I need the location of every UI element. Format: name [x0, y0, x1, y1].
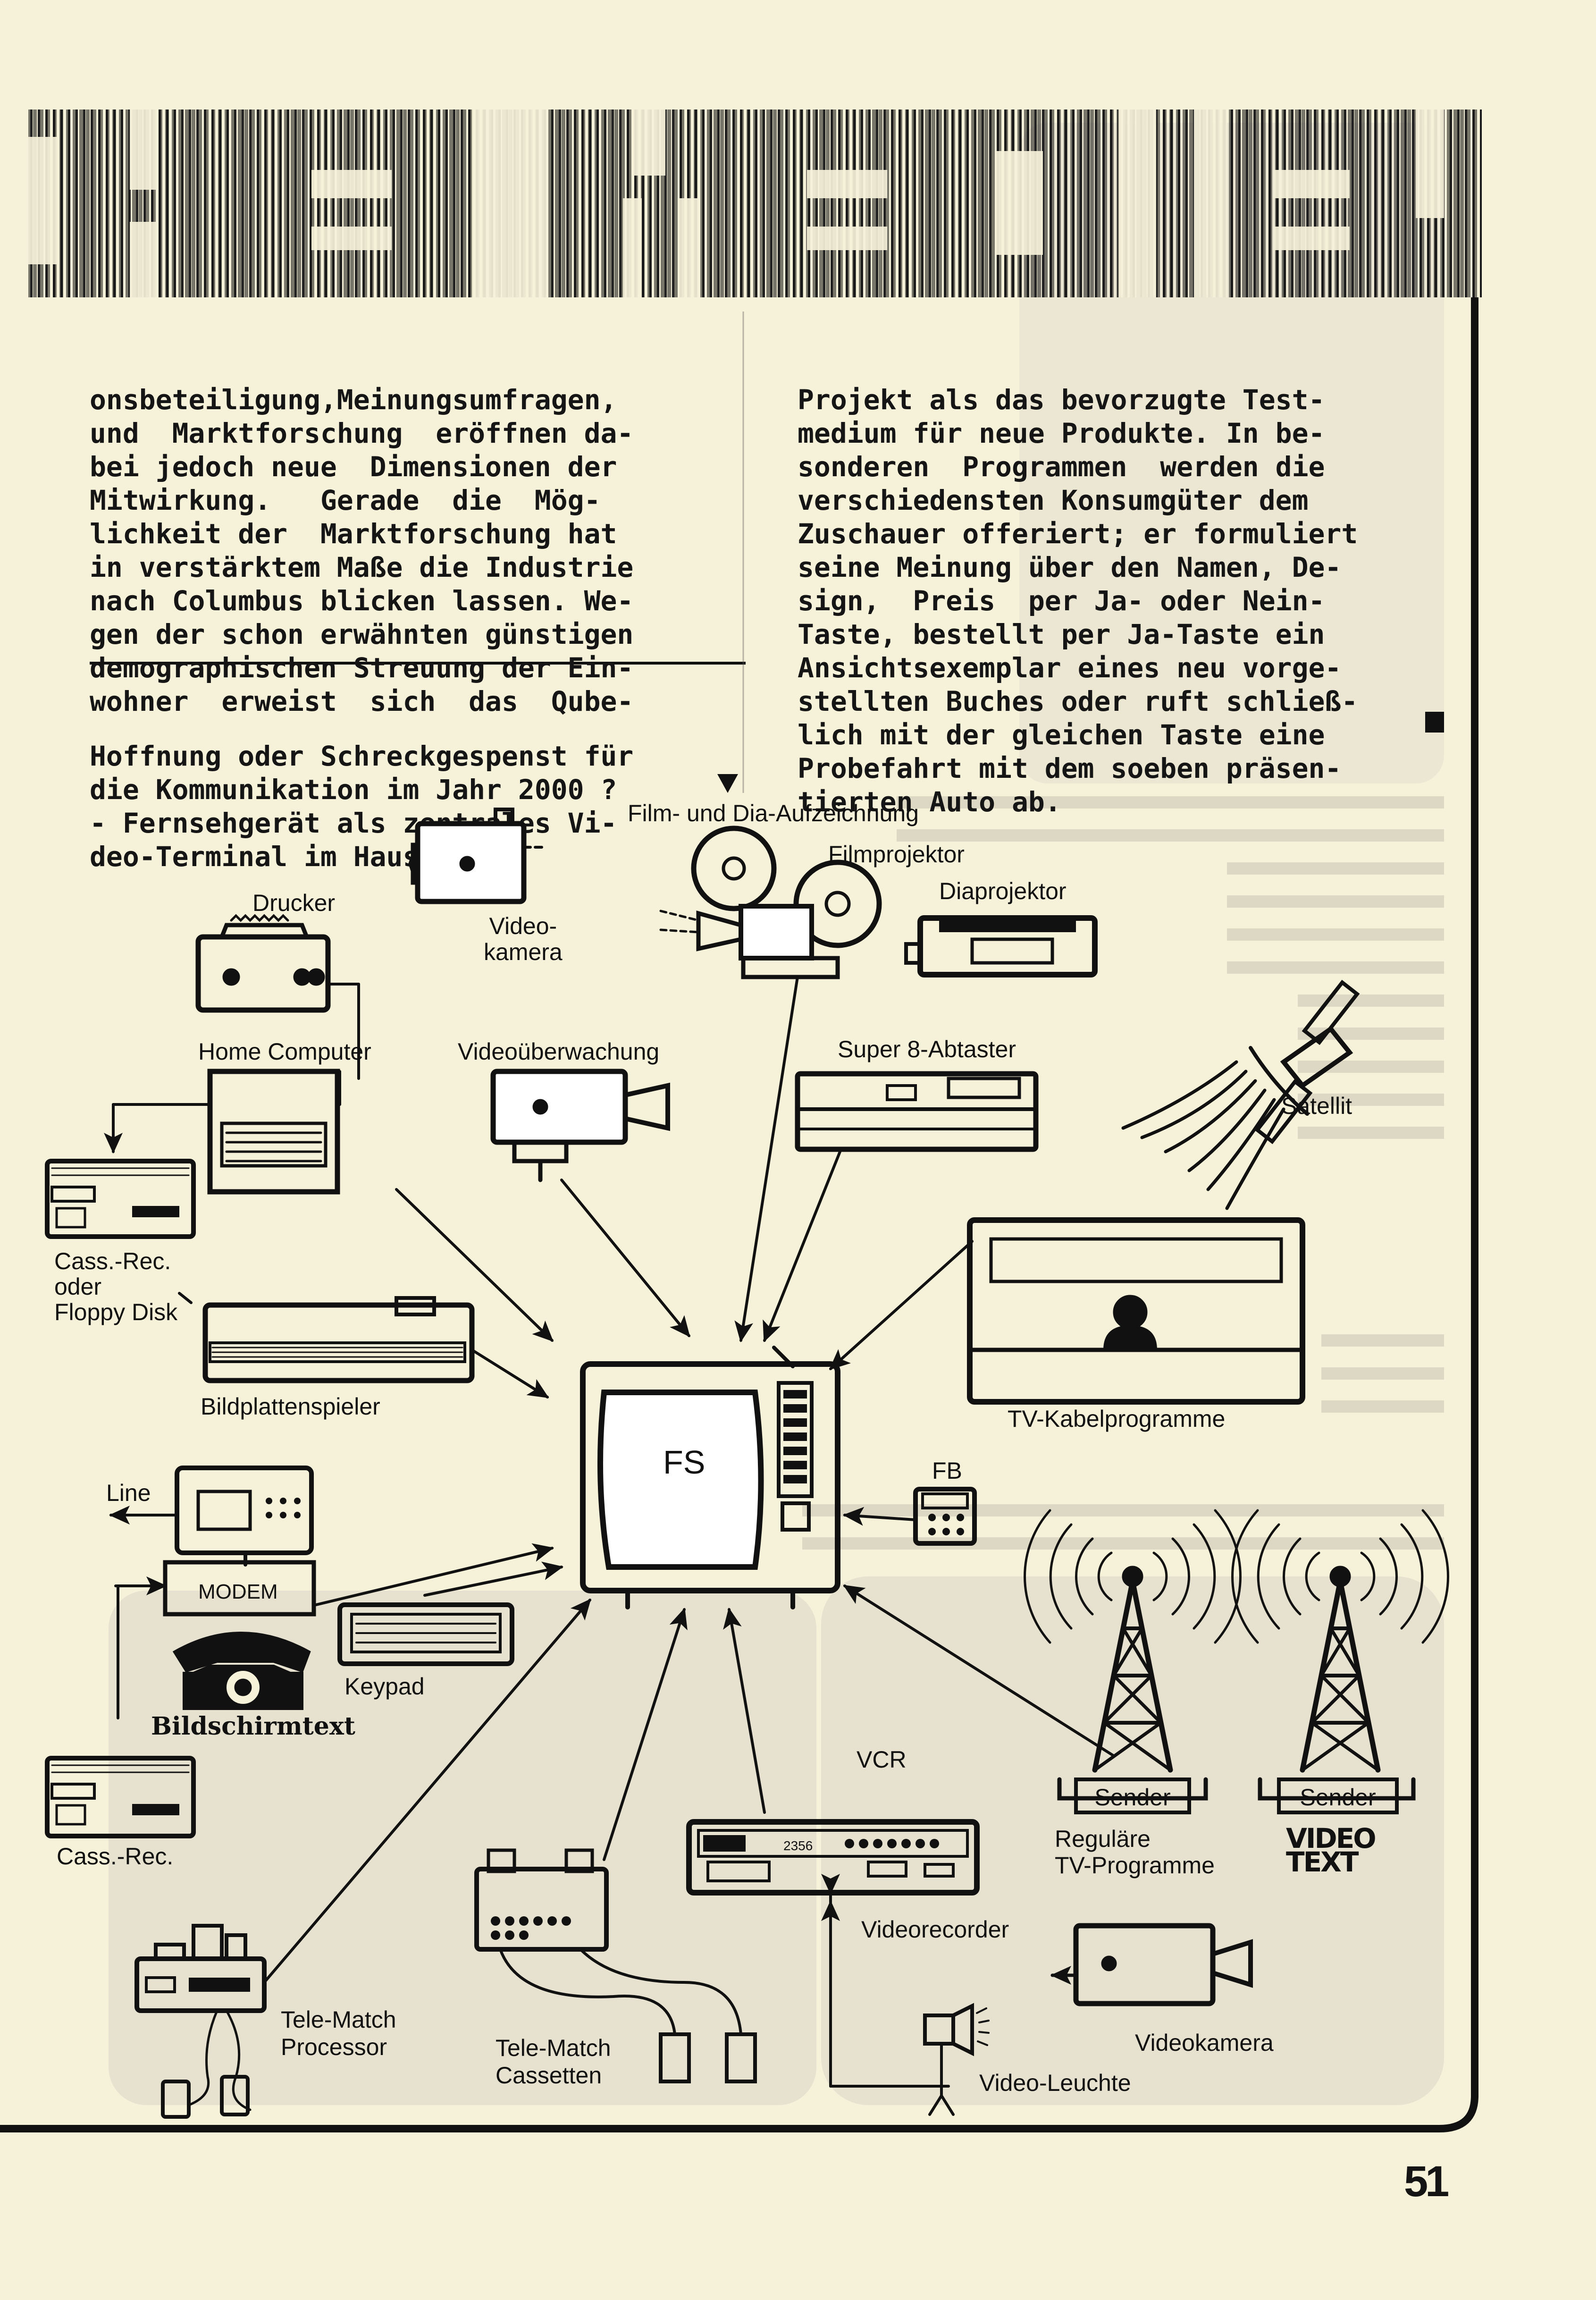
label-diaprojektor: Diaprojektor [939, 878, 1067, 904]
label-videokamera-bottom: Videokamera [1135, 2030, 1274, 2056]
label-cass-floppy: Cass.-Rec. oder Floppy Disk [54, 1248, 178, 1325]
label-film-dia: Film- und Dia-Aufzeichnung [628, 800, 919, 826]
label-home-computer: Home Computer [198, 1038, 371, 1065]
line-phone [109, 1466, 314, 1567]
label-drucker: Drucker [252, 890, 336, 916]
super8-scanner [795, 1071, 1039, 1152]
sender-towers [1024, 1509, 1449, 1814]
vcr-counter: 2356 [783, 1838, 813, 1853]
telematch-cassettes [474, 1848, 757, 2083]
telematch-processor [134, 1924, 267, 2119]
label-filmprojektor: Filmprojektor [828, 841, 965, 868]
label-bildplattenspieler: Bildplattenspieler [201, 1393, 380, 1420]
label-fb: FB [932, 1458, 962, 1484]
label-videoueberwachung: Videoüberwachung [458, 1038, 660, 1065]
label-videokamera-top: Video- kamera [484, 913, 563, 965]
label-keypad: Keypad [344, 1673, 425, 1700]
label-telematch-cassetten: Tele-Match Cassetten [496, 2035, 611, 2089]
satellite [1121, 979, 1360, 1210]
label-videotext: VIDEO TEXT [1286, 1822, 1377, 1878]
end-mark [1425, 712, 1444, 733]
vcr: 2356 [686, 1819, 980, 2088]
label-regulaere-tv: Reguläre TV-Programme [1055, 1826, 1215, 1879]
keypad [337, 1602, 514, 1666]
label-sender-1: Sender [1094, 1784, 1171, 1811]
label-tv-kabel: TV-Kabelprogramme [1008, 1406, 1226, 1432]
video-camera-top [408, 808, 544, 904]
slide-projector [904, 915, 1098, 977]
cable-tv-monitor [967, 1217, 1305, 1405]
label-telematch-processor: Tele-Match Processor [281, 2006, 396, 2060]
record-player [202, 1296, 475, 1383]
telephone [172, 1632, 311, 1710]
tower-left [1024, 1509, 1242, 1814]
article-left-paragraph: onsbeteiligung,Meinungsumfragen,und Mark… [90, 384, 634, 717]
home-computer [104, 1069, 341, 1195]
label-videoleuchte: Video-Leuchte [979, 2070, 1131, 2096]
remote-control [913, 1487, 977, 1546]
label-super8: Super 8-Abtaster [838, 1036, 1016, 1062]
label-line: Line [106, 1480, 151, 1506]
page-number: 51 [1404, 2157, 1449, 2206]
label-videorecorder: Videorecorder [861, 1916, 1009, 1943]
label-sender-2: Sender [1300, 1784, 1376, 1811]
surveillance-camera [490, 1069, 670, 1182]
modem [114, 1560, 316, 1719]
label-bildschirmtext: Bildschirmtext [151, 1712, 355, 1741]
label-fs-center: FS [663, 1444, 706, 1481]
cassette-recorder-top [45, 1159, 196, 1239]
printer [195, 914, 360, 1080]
label-modem: MODEM [198, 1580, 278, 1603]
caption-pointer-icon [717, 774, 738, 793]
video-camera-bottom [1050, 1923, 1253, 2006]
tv-set-fs [580, 1346, 840, 1609]
label-cass-rec: Cass.-Rec. [57, 1843, 174, 1870]
label-satellit: Satellit [1281, 1093, 1352, 1119]
article-right-paragraph: Projekt als das bevorzugte Test-medium f… [798, 384, 1358, 818]
film-projector [659, 826, 882, 979]
header-banner [28, 110, 1482, 297]
tower-right [1231, 1509, 1449, 1814]
video-light [923, 2003, 990, 2116]
label-vcr: VCR [857, 1746, 907, 1773]
cassette-recorder-bottom [45, 1756, 196, 1838]
